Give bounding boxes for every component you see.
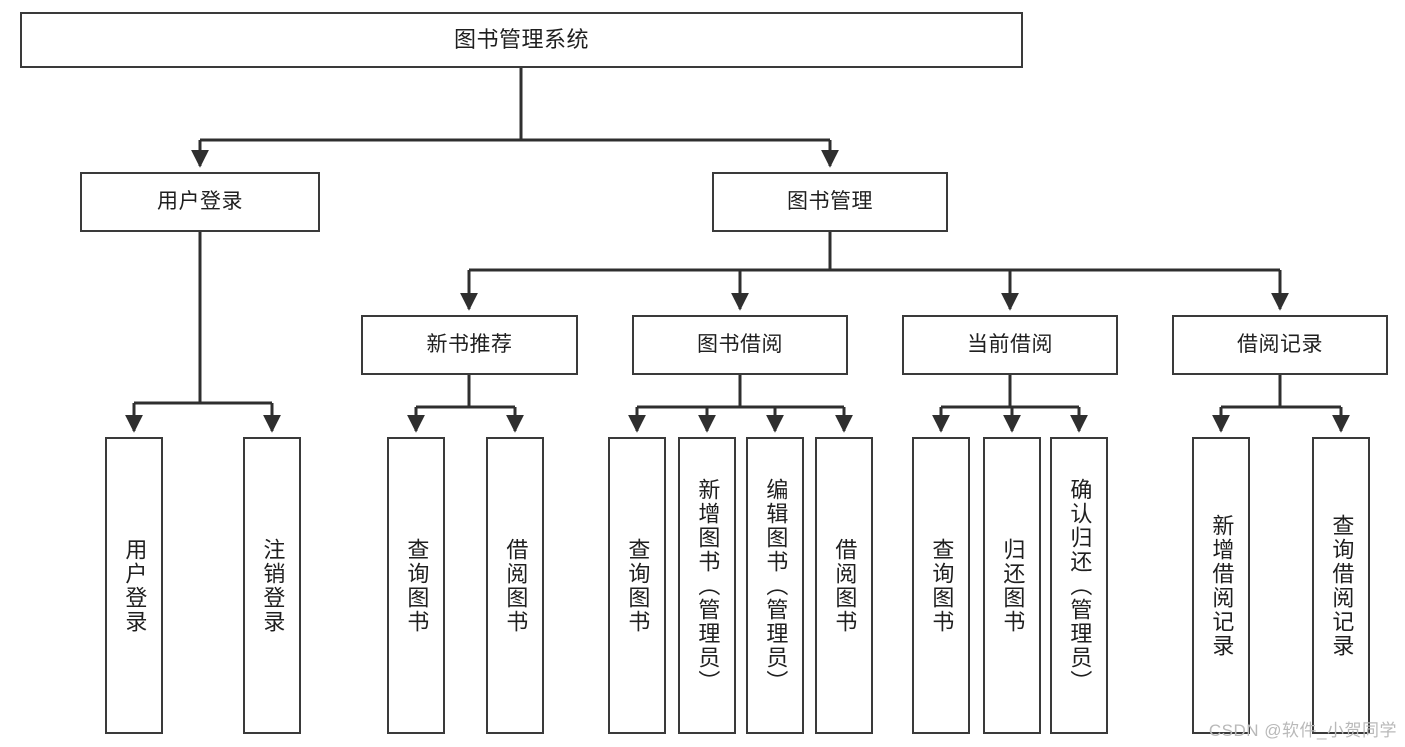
node-leaf-user-logout-label: 注销登录	[260, 537, 286, 634]
node-leaf-add-book[interactable]: 新增图书（管理员）	[678, 437, 736, 734]
node-leaf-confirm-return[interactable]: 确认归还（管理员）	[1050, 437, 1108, 734]
watermark: CSDN @软件_小贺同学	[1208, 721, 1397, 740]
node-leaf-query-book-1-label: 查询图书	[404, 537, 430, 634]
node-leaf-query-book-1[interactable]: 查询图书	[387, 437, 445, 734]
node-leaf-edit-book-label: 编辑图书（管理员）	[763, 477, 789, 694]
node-leaf-borrow-book-1[interactable]: 借阅图书	[486, 437, 544, 734]
node-leaf-query-record-label: 查询借阅记录	[1329, 513, 1355, 658]
node-leaf-add-record-label: 新增借阅记录	[1209, 513, 1235, 658]
node-leaf-query-book-3-label: 查询图书	[929, 537, 955, 634]
node-leaf-return-book[interactable]: 归还图书	[983, 437, 1041, 734]
node-leaf-user-login-label: 用户登录	[122, 537, 148, 634]
node-leaf-borrow-book-2-label: 借阅图书	[832, 537, 858, 634]
node-leaf-borrow-book-1-label: 借阅图书	[503, 537, 529, 634]
node-leaf-query-book-2-label: 查询图书	[625, 537, 651, 634]
node-leaf-query-book-2[interactable]: 查询图书	[608, 437, 666, 734]
node-leaf-user-logout[interactable]: 注销登录	[243, 437, 301, 734]
node-leaf-user-login[interactable]: 用户登录	[105, 437, 163, 734]
node-leaf-add-book-label: 新增图书（管理员）	[695, 477, 721, 694]
node-root[interactable]: 图书管理系统	[20, 12, 1023, 68]
node-leaf-return-book-label: 归还图书	[1000, 537, 1026, 634]
node-borrow-record[interactable]: 借阅记录	[1172, 315, 1388, 375]
node-leaf-borrow-book-2[interactable]: 借阅图书	[815, 437, 873, 734]
node-book-manage[interactable]: 图书管理	[712, 172, 948, 232]
node-current-borrow[interactable]: 当前借阅	[902, 315, 1118, 375]
node-leaf-confirm-return-label: 确认归还（管理员）	[1067, 477, 1093, 694]
node-root-label: 图书管理系统	[453, 27, 589, 53]
node-leaf-edit-book[interactable]: 编辑图书（管理员）	[746, 437, 804, 734]
node-user-login[interactable]: 用户登录	[80, 172, 320, 232]
node-leaf-query-book-3[interactable]: 查询图书	[912, 437, 970, 734]
node-current-borrow-label: 当前借阅	[967, 332, 1053, 356]
node-new-book-rec-label: 新书推荐	[426, 332, 513, 356]
node-new-book-rec[interactable]: 新书推荐	[361, 315, 578, 375]
node-borrow-record-label: 借阅记录	[1237, 332, 1323, 356]
node-book-manage-label: 图书管理	[787, 189, 873, 213]
node-book-borrow[interactable]: 图书借阅	[632, 315, 848, 375]
node-book-borrow-label: 图书借阅	[697, 332, 783, 356]
node-leaf-add-record[interactable]: 新增借阅记录	[1192, 437, 1250, 734]
node-leaf-query-record[interactable]: 查询借阅记录	[1312, 437, 1370, 734]
node-user-login-label: 用户登录	[157, 189, 243, 213]
